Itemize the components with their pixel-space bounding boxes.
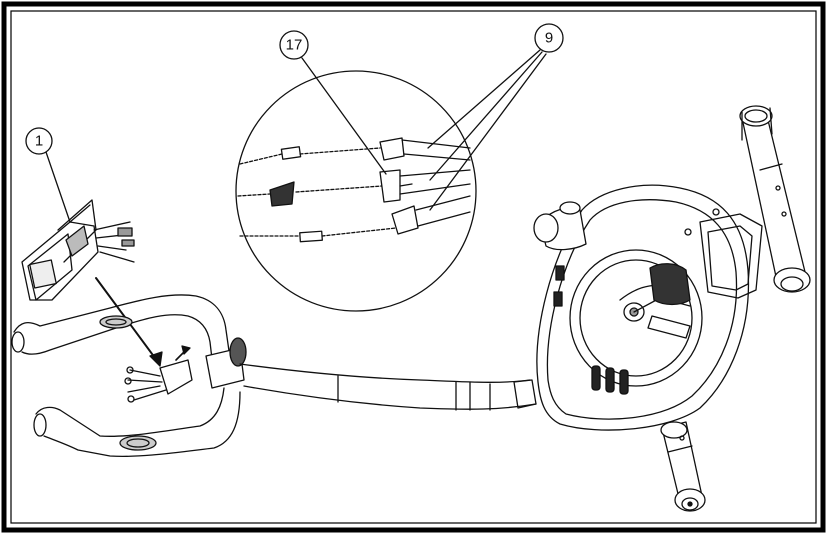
console-unit	[21, 199, 135, 301]
callout-17-leader	[301, 57, 387, 175]
rear-stabilizer	[739, 105, 811, 293]
main-frame-tube	[239, 363, 537, 411]
callout-1-circle	[25, 127, 53, 155]
callout-9-leader-a	[427, 49, 541, 149]
callout-9-label: 9	[545, 30, 553, 47]
callout-1-leader	[45, 151, 71, 223]
callout-9-leader-c	[429, 53, 547, 211]
handlebar	[11, 294, 247, 458]
assembly-arrow-head	[149, 351, 163, 367]
diagram-inner-border	[10, 10, 817, 524]
cable-detail-view	[235, 70, 477, 312]
front-stabilizer	[660, 421, 706, 512]
callout-17-label: 17	[286, 37, 303, 54]
callout-17-circle	[279, 30, 309, 60]
bike-body	[533, 184, 763, 431]
callout-9-circle	[534, 23, 564, 53]
callout-1-label: 1	[35, 133, 43, 150]
callout-9-leader-b	[429, 51, 543, 181]
